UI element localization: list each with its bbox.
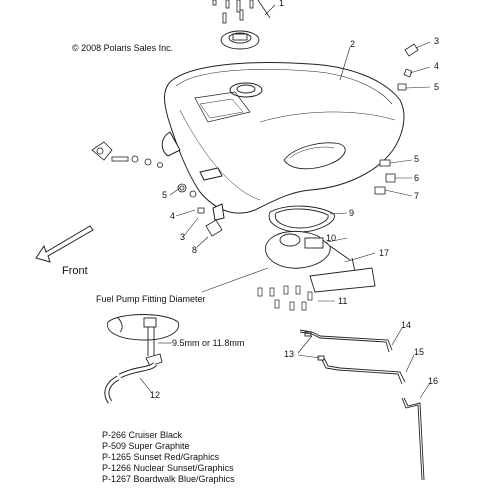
callout-5b: 5 [414, 154, 419, 164]
right-hardware [374, 43, 419, 195]
callout-17: 17 [379, 248, 389, 258]
callout-1: 1 [279, 0, 284, 8]
callout-5c: 5 [162, 190, 167, 200]
callout-8: 8 [192, 245, 197, 255]
fuel-tank [161, 62, 405, 221]
callout-2: 2 [350, 39, 355, 49]
diameter-label: 9.5mm or 11.8mm [172, 338, 244, 348]
legend-line-5: P-1267 Boardwalk Blue/Graphics [102, 474, 235, 484]
front-label: Front [62, 265, 88, 277]
fuel-cap-flange [220, 30, 260, 50]
screw-set-top [212, 0, 271, 24]
pump-gasket [268, 205, 335, 233]
callout-16: 16 [428, 376, 438, 386]
legend-line-4: P-1266 Nuclear Sunset/Graphics [102, 463, 234, 473]
callout-11: 11 [338, 296, 347, 306]
callout-5: 5 [434, 82, 439, 92]
fitting-leader [201, 267, 269, 293]
pump-screws [257, 285, 313, 311]
callout-12: 12 [150, 390, 160, 400]
callout-9: 9 [349, 208, 354, 218]
color-legend: P-266 Cruiser Black P-509 Super Graphite… [102, 430, 235, 484]
legend-line-1: P-266 Cruiser Black [102, 430, 183, 440]
callout-3: 3 [434, 36, 439, 46]
callout-3b: 3 [180, 232, 185, 242]
fitting-detail [104, 314, 180, 404]
fuel-line-leaders [297, 327, 431, 399]
tank-bracket-hardware [91, 141, 223, 237]
front-arrow [35, 225, 94, 263]
callout-numbers: 1 2 3 4 5 5 6 7 5 4 3 8 9 10 17 11 14 15… [150, 0, 439, 400]
fuel-lines [299, 329, 425, 481]
callout-13: 13 [284, 349, 294, 359]
legend-line-2: P-509 Super Graphite [102, 441, 190, 451]
callout-15: 15 [414, 347, 424, 357]
callout-7: 7 [414, 191, 419, 201]
callout-10: 10 [326, 233, 336, 243]
fuel-pump [265, 230, 376, 293]
callout-4b: 4 [170, 211, 175, 221]
callout-6: 6 [414, 173, 419, 183]
legend-line-3: P-1265 Sunset Red/Graphics [102, 452, 220, 462]
callout-14: 14 [401, 320, 411, 330]
fuel-pump-fitting-label: Fuel Pump Fitting Diameter [96, 294, 206, 304]
copyright-text: © 2008 Polaris Sales Inc. [72, 43, 173, 53]
callout-4: 4 [434, 61, 439, 71]
